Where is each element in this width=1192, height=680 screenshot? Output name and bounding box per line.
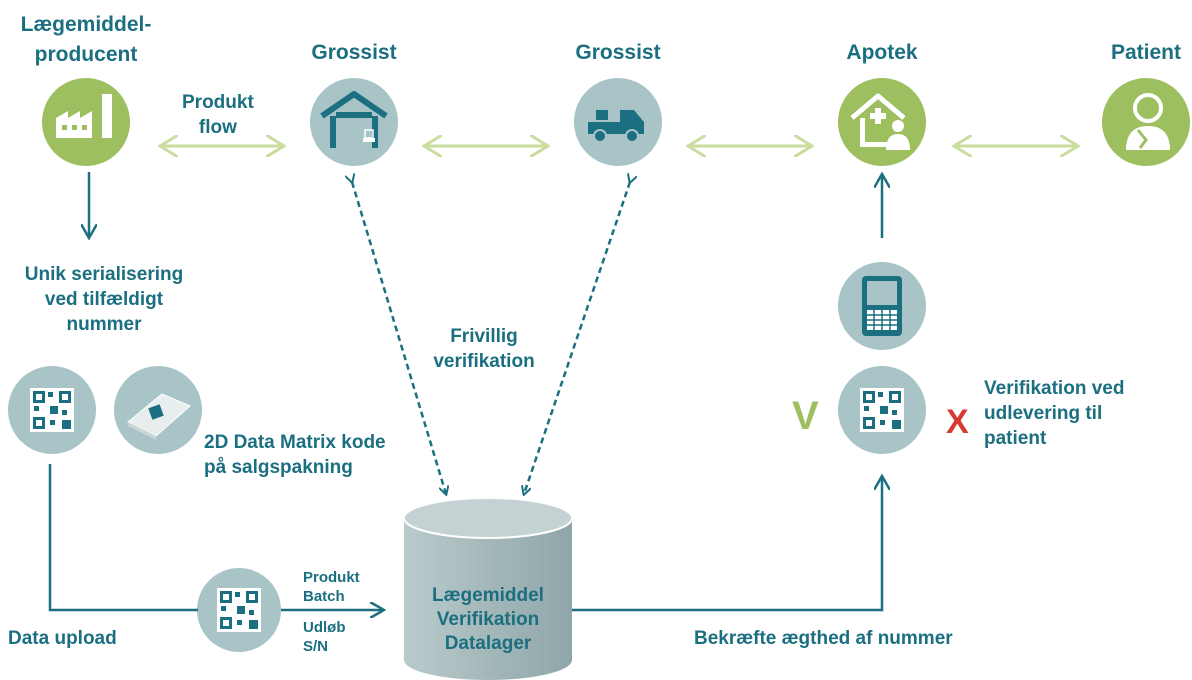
package-icon — [127, 393, 191, 440]
product-flow-label: Produkt flow — [182, 92, 254, 138]
factory-node — [42, 78, 130, 166]
wholesaler-1-title: Grossist — [311, 41, 397, 64]
patient-icon — [1126, 93, 1170, 150]
database-label: Lægemiddel Verifikation Datalager — [432, 585, 544, 654]
verify-at-dispense-label: Verifikation ved udlevering til patient — [984, 378, 1125, 449]
upload-fields-expiry-serial: Udløb S/N — [303, 619, 346, 655]
data-upload-label: Data upload — [8, 628, 117, 649]
patient-title: Patient — [1110, 41, 1182, 64]
warehouse-node — [310, 78, 398, 166]
producer-title: Lægemiddel- producent — [20, 13, 152, 66]
patient-node — [1102, 78, 1190, 166]
package-node — [114, 366, 202, 454]
pharmacy-icon — [850, 93, 910, 150]
datamatrix-label: 2D Data Matrix kode på salgspakning — [204, 432, 386, 478]
upload-fields-product-batch: Produkt Batch — [303, 569, 360, 605]
dashed-arrow-wholesaler1 — [352, 182, 446, 494]
voluntary-verification-label: Frivillig verifikation — [433, 326, 535, 372]
data-upload-line — [48, 464, 198, 612]
scanner-terminal-icon — [862, 276, 902, 336]
confirm-authenticity-label: Bekræfte ægthed af nummer — [694, 628, 953, 649]
qr-code-icon — [860, 388, 904, 432]
truck-icon — [588, 110, 644, 143]
pharmacy-node — [838, 78, 926, 166]
database-cylinder — [403, 497, 573, 680]
qr-code-icon — [217, 588, 261, 632]
truck-node — [574, 78, 662, 166]
qr-node-upload — [197, 568, 281, 652]
qr-node-left — [8, 366, 96, 454]
confirm-line — [572, 476, 882, 610]
qr-code-icon — [30, 388, 74, 432]
factory-icon — [56, 94, 112, 138]
scanner-node — [838, 262, 926, 350]
serialization-label: Unik serialisering ved tilfældigt nummer — [24, 264, 184, 335]
warehouse-icon — [320, 91, 388, 148]
qr-node-pharmacy — [838, 366, 926, 454]
wholesaler-2-title: Grossist — [575, 41, 661, 64]
check-mark: V — [792, 394, 819, 438]
dashed-arrow-wholesaler2 — [524, 182, 630, 494]
pharmacy-title: Apotek — [846, 41, 918, 64]
cross-mark: X — [946, 403, 969, 441]
